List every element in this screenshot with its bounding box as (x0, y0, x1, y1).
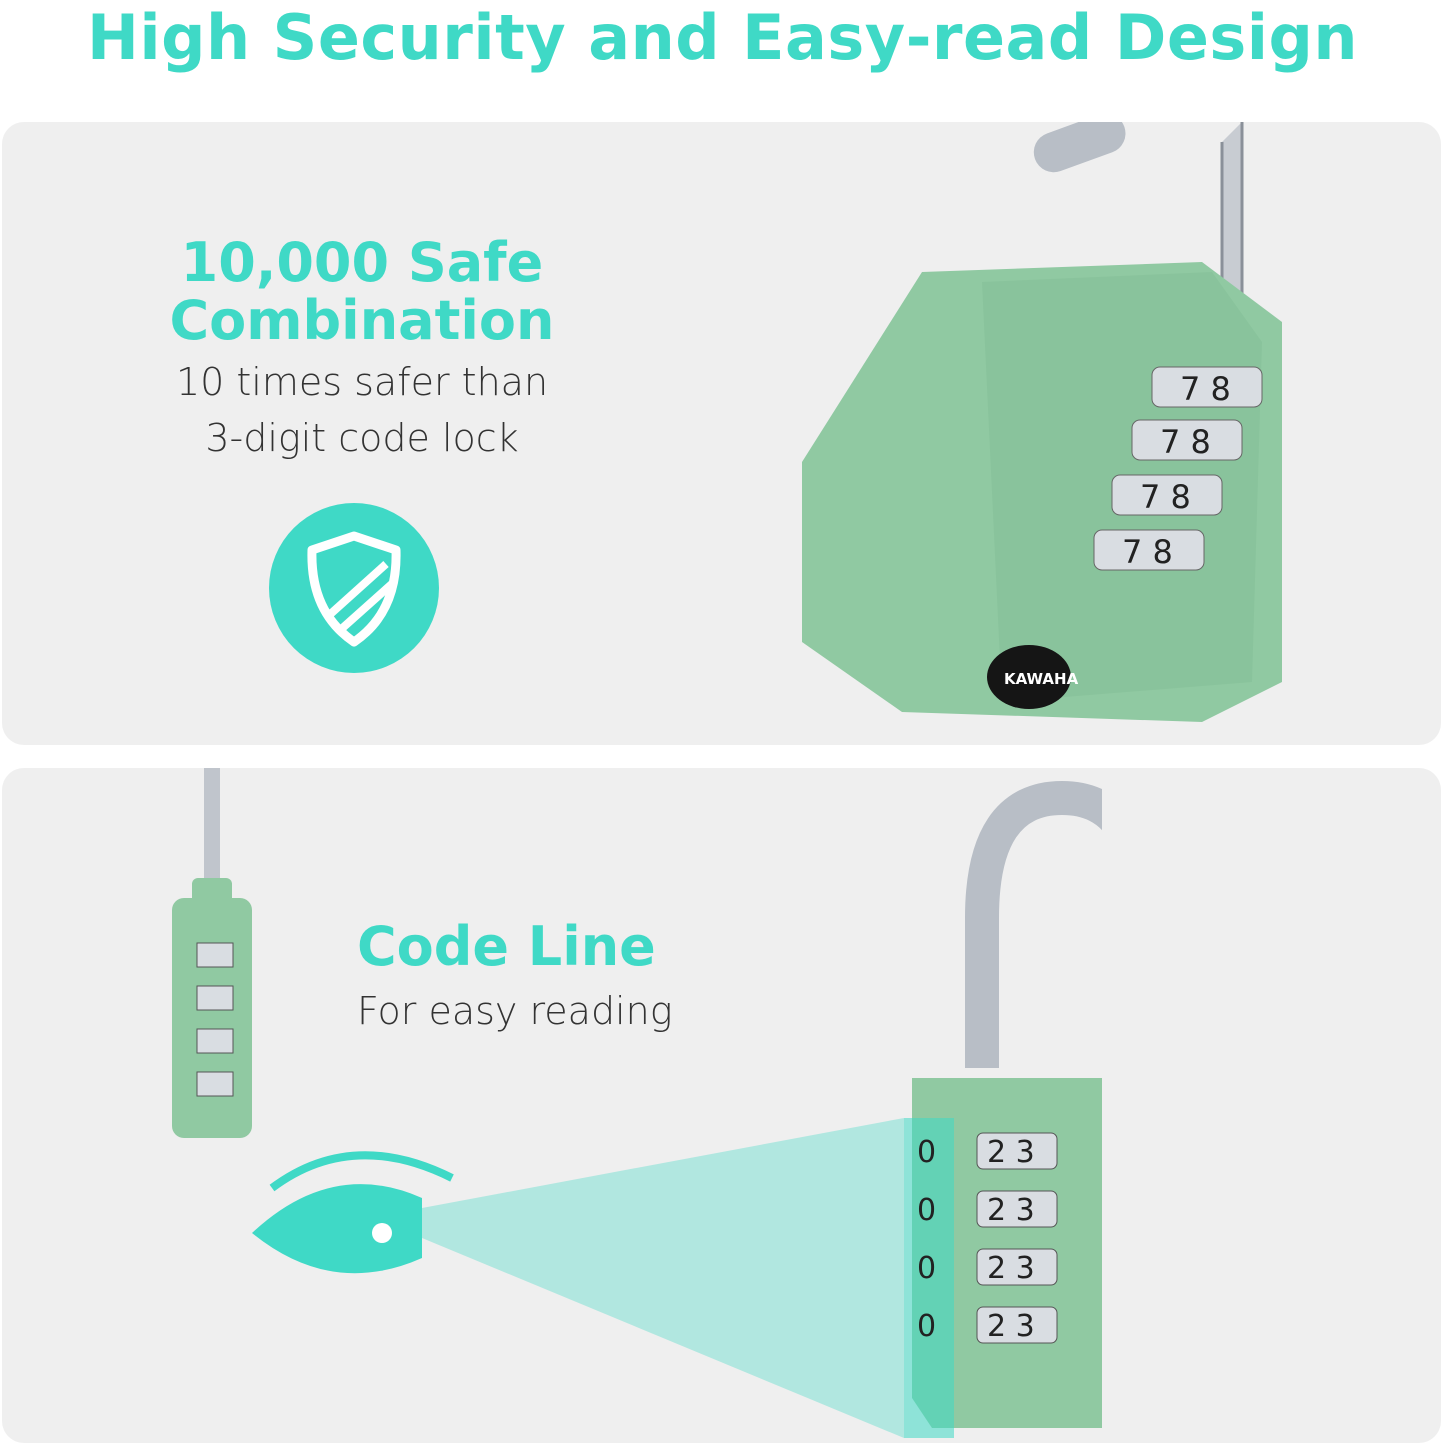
dial-1[interactable]: 7 8 (1180, 370, 1231, 408)
padlock-front-image: 2 3 2 3 2 3 2 3 0 0 0 0 (252, 780, 1102, 1438)
padlock-top-image: 7 8 7 8 7 8 7 8 KAWAHA (802, 122, 1282, 722)
page-title: High Security and Easy-read Design (86, 1, 1359, 74)
feature-heading: Code Line (357, 915, 656, 978)
dial-2[interactable]: 2 3 (987, 1193, 1035, 1228)
code-line-highlight (422, 1118, 954, 1438)
dial-stack: 7 8 7 8 7 8 7 8 (1093, 366, 1263, 571)
feature-panel-code-line: Code Line For easy reading 2 3 2 3 2 3 2… (2, 768, 1441, 1443)
dial-4[interactable]: 7 8 (1122, 533, 1173, 571)
feature-heading-line2: Combination (169, 289, 555, 352)
brand-logo (987, 645, 1071, 709)
feature-sub: For easy reading (357, 989, 673, 1033)
code-digit: 0 (917, 1251, 936, 1286)
eye-icon (252, 1151, 454, 1274)
dial-2[interactable]: 7 8 (1160, 423, 1211, 461)
code-digit: 0 (917, 1309, 936, 1344)
feature-sub-line1: 10 times safer than (175, 360, 549, 404)
shield-icon (269, 503, 439, 673)
code-digit: 0 (917, 1135, 936, 1170)
dial-3[interactable]: 2 3 (987, 1251, 1035, 1286)
dial-4[interactable]: 2 3 (987, 1309, 1035, 1344)
dial-3[interactable]: 7 8 (1140, 478, 1191, 516)
feature-heading-line1: 10,000 Safe (180, 231, 544, 294)
feature-sub-line2: 3-digit code lock (205, 416, 519, 460)
padlock-side-image (172, 768, 252, 1138)
brand-text: KAWAHA (1004, 670, 1079, 688)
feature-panel-combination: 10,000 Safe Combination 10 times safer t… (2, 122, 1441, 745)
dial-1[interactable]: 2 3 (987, 1135, 1035, 1170)
code-digit: 0 (917, 1193, 936, 1228)
